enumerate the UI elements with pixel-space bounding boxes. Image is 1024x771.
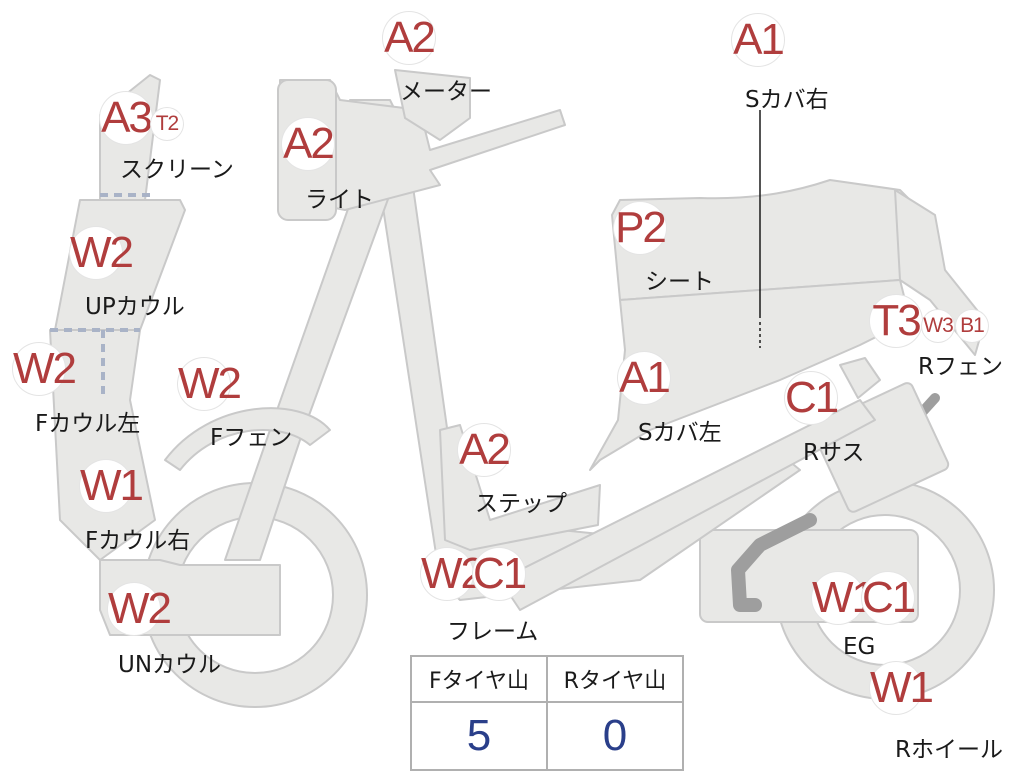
r-sus-label: Rサス [803,440,865,466]
rear-tire-value: 0 [546,701,684,771]
meter-shape [394,69,471,141]
f-fender-label: Fフェン [210,425,293,451]
eg-badge-1: W1 [812,572,876,624]
screen-badge-2: T2 [151,108,183,140]
r-fender-badge-1: T3 [870,295,922,347]
light-label: ライト [305,187,374,213]
s-cover-right-badge: A1 [732,14,785,66]
eg-badge-2: C1 [862,572,916,624]
up-cowl-label: UPカウル [85,294,185,320]
eg-label: EG [843,634,876,660]
up-cowl-badge: W2 [70,227,134,279]
step-label: ステップ [475,491,567,517]
frame-badge-1: W2 [421,548,485,600]
front-tire-header: Fタイヤ山 [410,655,548,703]
r-fender-badge-3: B1 [956,310,988,342]
r-wheel-badge: W1 [870,662,934,714]
s-cover-right-label: Sカバ右 [745,87,829,113]
frame-badge-2: C1 [473,548,527,600]
rear-tire-header: Rタイヤ山 [546,655,684,703]
f-cowl-left-label: Fカウル左 [35,411,141,437]
f-cowl-right-badge: W1 [80,460,144,512]
light-badge: A2 [282,118,335,170]
meter-badge: A2 [383,12,436,64]
un-cowl-label: UNカウル [118,652,222,678]
front-tire-value: 5 [410,701,548,771]
front-fender-shape [164,407,331,471]
r-wheel-label: Rホイール [895,737,1003,763]
frame-label: フレーム [447,619,539,645]
seat-label: シート [645,269,714,295]
r-fender-badge-2: W3 [922,310,954,342]
un-cowl-badge: W2 [108,583,172,635]
r-fender-label: Rフェン [918,354,1003,380]
r-sus-badge: C1 [785,372,839,424]
meter-label: メーター [400,79,492,105]
rear-suspension-shape [839,357,881,399]
s-cover-left-badge: A1 [618,352,671,404]
screen-label: スクリーン [120,157,234,183]
s-cover-left-label: Sカバ左 [638,420,722,446]
f-cowl-left-badge: W2 [13,343,77,395]
seat-badge: P2 [614,202,667,254]
screen-badge-1: A3 [100,92,153,144]
f-fender-badge: W2 [178,358,242,410]
f-cowl-right-label: Fカウル右 [85,528,191,554]
tire-tread-table: Fタイヤ山 Rタイヤ山 5 0 [410,655,684,771]
step-badge: A2 [458,424,511,476]
